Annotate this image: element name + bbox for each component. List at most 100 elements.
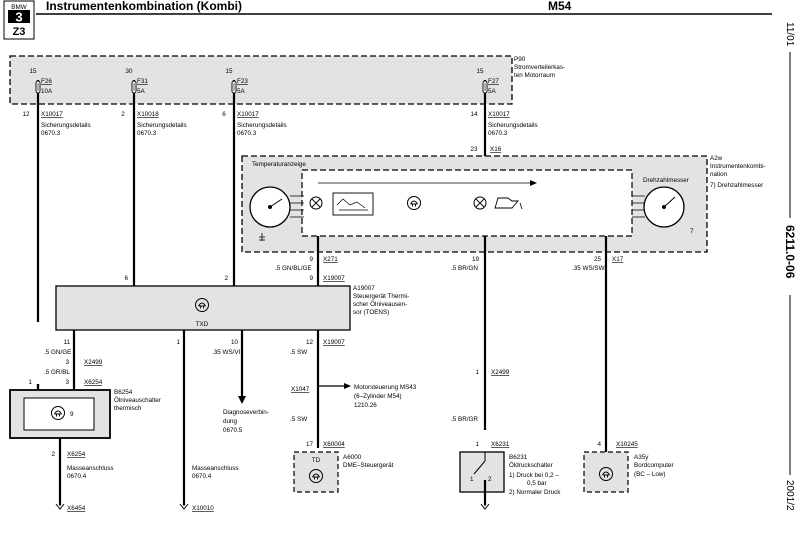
svg-text:12: 12 — [22, 111, 30, 118]
svg-text:.5 BR/GR: .5 BR/GR — [451, 416, 478, 423]
oil-level-display-icon — [332, 192, 374, 216]
svg-text:15: 15 — [476, 68, 484, 75]
svg-text:Steuergerät Thermi-: Steuergerät Thermi- — [353, 293, 409, 300]
diag-label: Diagnoseverbin- — [223, 409, 269, 416]
fuse-F31: 30 F31 5A 2 X10018 Sicherungsdetails 067… — [121, 68, 187, 286]
svg-text:15: 15 — [29, 68, 37, 75]
model-text: Z3 — [13, 26, 26, 38]
svg-text:Masseanschluss: Masseanschluss — [192, 465, 239, 472]
svg-text:X10017: X10017 — [488, 111, 510, 118]
brand-text: BMW — [11, 4, 26, 11]
svg-text:2) Normaler Druck: 2) Normaler Druck — [509, 489, 561, 496]
oil-pressure-switch-B6231 — [459, 451, 505, 493]
page-title: Instrumentenkombination (Kombi) — [46, 0, 242, 13]
fusebox-P90 — [9, 55, 513, 105]
svg-text:0670.4: 0670.4 — [67, 473, 87, 480]
fuse-F26: 15 F26 10A 12 X10017 Sicherungsdetails 0… — [22, 68, 91, 322]
svg-text:.5 SW: .5 SW — [290, 349, 307, 356]
svg-text:F31: F31 — [137, 78, 148, 85]
svg-text:thermisch: thermisch — [114, 405, 142, 412]
controller-A19007 — [55, 285, 351, 331]
svg-text:1: 1 — [176, 339, 180, 346]
svg-text:F26: F26 — [41, 78, 52, 85]
cluster-desc-3: 7) Drehzahlmesser — [710, 182, 763, 189]
svg-text:1: 1 — [28, 379, 32, 386]
svg-text:TD: TD — [312, 457, 321, 464]
svg-text:.5 GN/GE: .5 GN/GE — [44, 349, 71, 356]
svg-text:F23: F23 — [237, 78, 248, 85]
svg-text:10A: 10A — [41, 88, 53, 95]
svg-text:Sicherungsdetails: Sicherungsdetails — [237, 122, 287, 129]
svg-text:Ölniveauschalter: Ölniveauschalter — [114, 396, 161, 404]
oil-level-id: B6254 — [114, 389, 133, 396]
svg-text:5A: 5A — [137, 88, 146, 95]
svg-text:2: 2 — [121, 111, 125, 118]
svg-text:X271: X271 — [323, 256, 338, 263]
engine-ctrl-label: Motorsteuerung MS43 — [354, 384, 417, 391]
svg-text:12: 12 — [306, 339, 314, 346]
svg-text:F27: F27 — [488, 78, 499, 85]
svg-text:Sicherungsdetails: Sicherungsdetails — [488, 122, 538, 129]
svg-text:Öldruckschalter: Öldruckschalter — [509, 461, 553, 469]
series-text: 3 — [15, 10, 22, 25]
svg-text:2: 2 — [224, 275, 228, 282]
svg-text:Sicherungsdetails: Sicherungsdetails — [41, 122, 91, 129]
svg-text:X10245: X10245 — [616, 441, 638, 448]
svg-text:X10018: X10018 — [137, 111, 159, 118]
svg-text:17: 17 — [306, 441, 314, 448]
svg-text:X60004: X60004 — [323, 441, 345, 448]
svg-text:X2499: X2499 — [84, 359, 103, 366]
svg-text:.5 BR/GN: .5 BR/GN — [451, 265, 478, 272]
svg-text:3: 3 — [65, 379, 69, 386]
svg-text:X6254: X6254 — [84, 379, 103, 386]
svg-text:0670.3: 0670.3 — [137, 130, 157, 137]
side-doc-number: 6211.0-06 — [783, 225, 797, 279]
svg-text:.35 WS/SW: .35 WS/SW — [572, 265, 605, 272]
svg-text:2: 2 — [488, 476, 492, 483]
svg-text:(6–Zylinder M54): (6–Zylinder M54) — [354, 393, 402, 400]
svg-text:X17: X17 — [612, 256, 624, 263]
controller-id: A19007 — [353, 285, 375, 292]
svg-text:6: 6 — [124, 275, 128, 282]
svg-text:0670.4: 0670.4 — [192, 473, 212, 480]
svg-text:1: 1 — [475, 441, 479, 448]
svg-text:14: 14 — [470, 111, 478, 118]
temperature-gauge-icon — [249, 186, 304, 241]
svg-text:3: 3 — [65, 359, 69, 366]
svg-text:4: 4 — [597, 441, 601, 448]
svg-text:X19007: X19007 — [323, 339, 345, 346]
svg-text:X19007: X19007 — [323, 275, 345, 282]
svg-text:X6454: X6454 — [67, 505, 86, 512]
temp-gauge-label: Temperaturanzeige — [252, 161, 306, 168]
svg-text:X10017: X10017 — [237, 111, 259, 118]
svg-text:Sicherungsdetails: Sicherungsdetails — [137, 122, 187, 129]
svg-text:X2499: X2499 — [491, 369, 510, 376]
fusebox-desc-2: ten Motorraum — [514, 72, 555, 79]
fusebox-desc-1: Stromverteilerkas- — [514, 64, 565, 71]
svg-text:6: 6 — [222, 111, 226, 118]
cluster-desc-2: nation — [710, 171, 728, 178]
cluster-inner-pin: 7 — [690, 228, 694, 235]
svg-text:Masseanschluss: Masseanschluss — [67, 465, 114, 472]
svg-text:X10010: X10010 — [192, 505, 214, 512]
bmw-logo-box: BMW 3 Z3 — [3, 0, 35, 40]
side-date-bottom: 2001/2 — [784, 480, 795, 511]
svg-text:9: 9 — [309, 256, 313, 263]
cluster-id: A2w — [710, 155, 723, 162]
svg-text:1: 1 — [470, 476, 474, 483]
svg-text:5A: 5A — [488, 88, 497, 95]
fusebox-id: P90 — [514, 56, 526, 63]
rpm-gauge-icon — [632, 186, 685, 228]
cluster-desc-1: Instrumentenkombi- — [710, 163, 766, 170]
svg-text:9: 9 — [309, 275, 313, 282]
cluster-conn-x16: X16 — [490, 146, 502, 153]
svg-text:.35 WS/VI: .35 WS/VI — [212, 349, 241, 356]
cluster-pin-23: 23 — [470, 146, 478, 153]
warning-lamp-icon-2 — [473, 196, 487, 210]
svg-text:X6231: X6231 — [491, 441, 510, 448]
svg-text:0670.3: 0670.3 — [41, 130, 61, 137]
svg-text:0670.3: 0670.3 — [488, 130, 508, 137]
warning-lamp-icon-1 — [309, 196, 323, 210]
svg-text:.5 GR/BL: .5 GR/BL — [44, 369, 70, 376]
